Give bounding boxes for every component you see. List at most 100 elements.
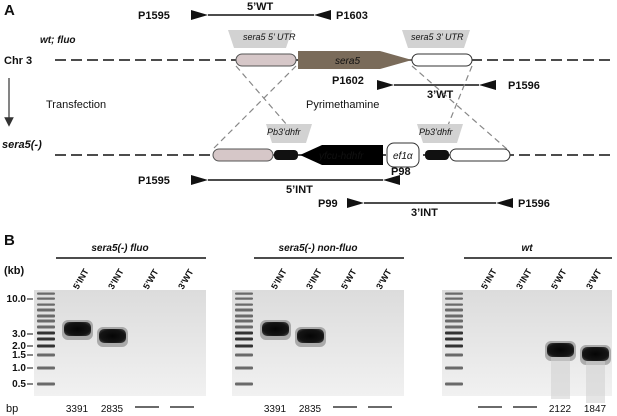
pb3dhfr-right-box (425, 150, 449, 160)
gel-title: sera5(-) non-fluo (279, 243, 358, 254)
utr5-label: sera5 5’ UTR (243, 32, 296, 42)
lane-label: 5’WT (339, 267, 359, 291)
ladder-band (445, 319, 463, 323)
primer-p1595-arrow (191, 10, 208, 20)
ladder-band (445, 382, 463, 386)
pb3dhfr-left-label: Pb3’dhfr (267, 127, 302, 137)
sample-band (582, 347, 609, 361)
lane-label: 3’INT (514, 267, 534, 291)
transfection-label: Transfection (46, 99, 106, 111)
ladder-band (445, 353, 463, 357)
ladder-band (235, 303, 253, 306)
ladder-band (235, 297, 253, 300)
yfcu-hdhfr-arrow (300, 145, 383, 165)
amplicon-size: 3391 (66, 404, 89, 415)
pb3dhfr-left-trapezoid (266, 124, 312, 143)
ladder-band (235, 344, 253, 348)
sample-band (64, 322, 91, 336)
ladder-band (235, 382, 253, 386)
lane-label: 5’WT (141, 267, 161, 291)
primer-p1603-arrow (314, 10, 331, 20)
primer-p1602-arrow (377, 80, 394, 90)
ladder-band (445, 314, 463, 318)
sample-band (262, 322, 289, 336)
gel-image (442, 290, 612, 396)
utr3-trapezoid (402, 30, 470, 48)
primer-p1595-bottom: P1595 (138, 175, 170, 187)
lane-label: 3’INT (304, 267, 324, 291)
ladder-band (37, 353, 55, 357)
ladder-band (235, 337, 253, 341)
ladder-band (37, 344, 55, 348)
ladder-band (37, 331, 55, 335)
ladder-tick-1: 1.0 (12, 363, 26, 374)
utr5-box-integrated (212, 148, 274, 162)
ladder-tick-2: 2.0 (12, 341, 26, 352)
primer-p1602: P1602 (332, 75, 364, 87)
ladder-band (445, 303, 463, 306)
drug-label: Pyrimethamine (306, 99, 379, 111)
primer-p99-arrow (347, 198, 364, 208)
ladder-band (235, 308, 253, 312)
strain-wt-fluo: wt; fluo (40, 35, 76, 46)
primer-p1595-bottom-arrow (191, 175, 208, 185)
ladder-band (37, 319, 55, 323)
lane-label: 3’WT (176, 267, 196, 291)
ladder-tick-1-5: 1.5 (12, 350, 26, 361)
ladder-band (235, 366, 253, 370)
primer-p1596-top: P1596 (508, 80, 540, 92)
crossover-line-4 (441, 65, 473, 141)
sample-band (297, 329, 324, 343)
utr3-box (411, 53, 473, 67)
amplicon-3int-label: 3’INT (411, 207, 438, 219)
yfcu-hdhfr-label: yfcu-hdhfr (318, 151, 364, 162)
gel-title: wt (521, 243, 533, 254)
pb3dhfr-left-box (274, 150, 298, 160)
ef1a-label: ef1α (393, 151, 413, 162)
sera5-gene-label: sera5 (335, 56, 360, 67)
sera5-gene-arrow (298, 51, 412, 69)
utr5-box (235, 53, 297, 67)
ladder-band (37, 297, 55, 300)
amplicon-size: 3391 (264, 404, 287, 415)
ladder-band (445, 337, 463, 341)
ladder-band (235, 292, 253, 295)
primer-p1595-top: P1595 (138, 10, 170, 22)
ladder-band (37, 303, 55, 306)
ladder-band (445, 325, 463, 329)
ladder-band (235, 314, 253, 318)
lane-label: 5’WT (549, 267, 569, 291)
ladder-tick-3: 3.0 (12, 329, 26, 340)
primer-p1596-bottom-arrow (496, 198, 513, 208)
kb-label: (kb) (4, 265, 25, 277)
lane-label: 3’WT (374, 267, 394, 291)
ladder-band (445, 331, 463, 335)
ladder-band (445, 344, 463, 348)
primer-p1603: P1603 (336, 10, 368, 22)
ladder-axis: 10.0 3.0 2.0 1.5 1.0 0.5 (7, 294, 33, 390)
panel-b-label: B (4, 232, 15, 249)
sample-band (547, 343, 574, 357)
band-smear (586, 361, 605, 403)
ladder-band (37, 292, 55, 295)
ladder-band (445, 366, 463, 370)
ladder-band (235, 353, 253, 357)
primer-p99: P99 (318, 198, 338, 210)
ladder-band (37, 366, 55, 370)
ladder-band (37, 382, 55, 386)
ladder-band (445, 308, 463, 312)
lane-label: 3’WT (584, 267, 604, 291)
ladder-band (445, 292, 463, 295)
ladder-band (235, 325, 253, 329)
primer-p1596-top-arrow (479, 80, 496, 90)
band-smear (551, 357, 570, 399)
ladder-band (235, 319, 253, 323)
ladder-band (235, 331, 253, 335)
utr5-trapezoid (228, 30, 292, 48)
primer-p98-arrow (383, 175, 400, 185)
crossover-line-3 (411, 65, 509, 151)
gel-title: sera5(-) fluo (91, 243, 148, 254)
